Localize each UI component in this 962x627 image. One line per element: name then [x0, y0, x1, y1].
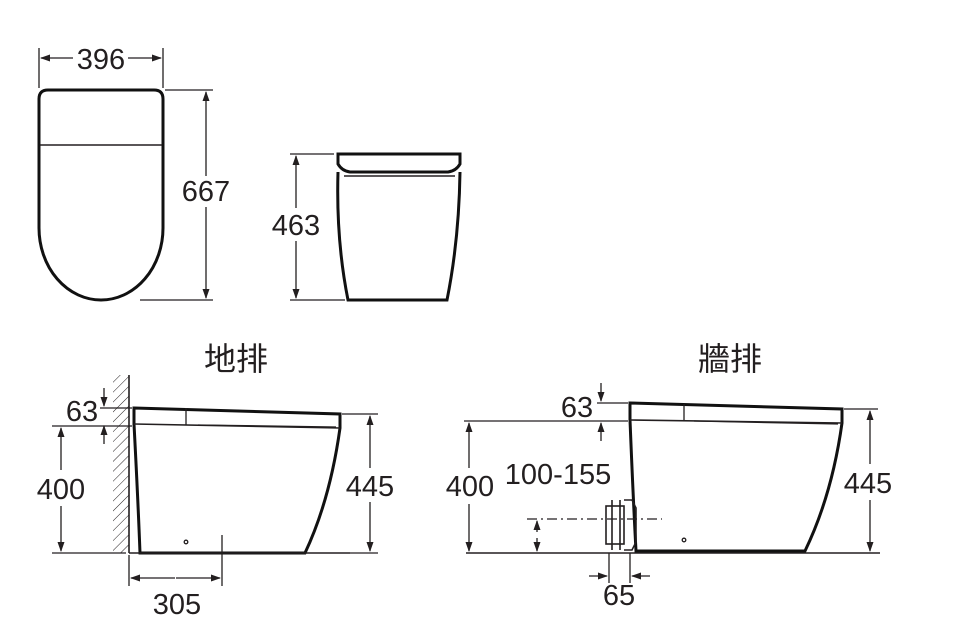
wall-outlet-depth-label: 65 — [603, 580, 635, 612]
wall-outlet-pipe — [605, 499, 637, 551]
floor-top-offset-label: 63 — [66, 396, 98, 428]
floor-drain-title: 地排 — [204, 340, 268, 378]
wall-drain-view: 牆排 63 400 100-155 445 — [446, 340, 892, 612]
wall-total-height-label: 445 — [844, 468, 892, 500]
floor-outlet-distance-label: 305 — [153, 589, 201, 621]
wall-top-offset-label: 63 — [561, 392, 593, 424]
front-height-label: 463 — [272, 210, 320, 242]
top-view-outline — [37, 88, 165, 302]
wall-outlet-height-label: 100-155 — [505, 459, 611, 491]
top-view: 396 667 — [37, 44, 230, 302]
floor-drain-toilet-outline — [132, 406, 342, 555]
top-width-label: 396 — [77, 44, 125, 76]
floor-seat-height-label: 400 — [37, 474, 85, 506]
wall-hatch — [113, 375, 129, 553]
front-view-lid — [336, 152, 462, 174]
front-view: 463 — [272, 152, 462, 302]
front-view-body — [336, 171, 462, 302]
floor-total-height-label: 445 — [346, 471, 394, 503]
top-length-label: 667 — [182, 176, 230, 208]
wall-seat-height-label: 400 — [446, 471, 494, 503]
floor-drain-view: 地排 63 400 445 305 — [37, 340, 394, 621]
wall-drain-title: 牆排 — [698, 340, 762, 378]
wall-drain-toilet-outline — [628, 401, 844, 553]
